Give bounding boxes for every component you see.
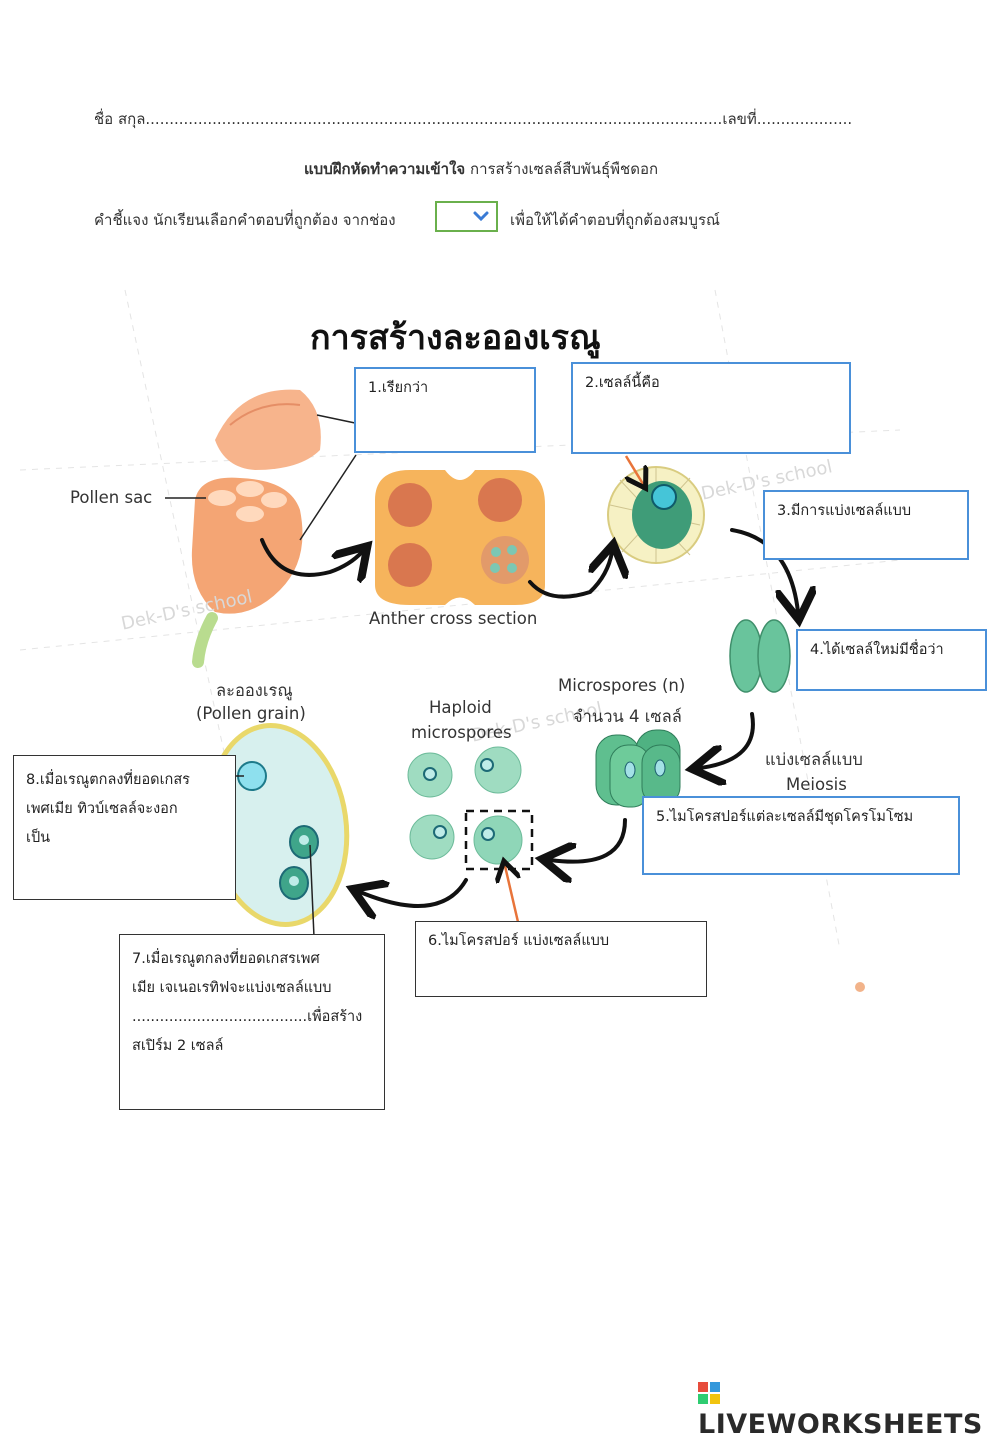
question-5-text: 5.ไมโครสปอร์แต่ละเซลล์มีชุดโครโมโซม [656, 809, 914, 825]
question-7-line-3: ......................................เพ… [132, 1009, 363, 1025]
haploid-microspores [407, 746, 534, 871]
label-meiosis: Meiosis [786, 775, 847, 794]
exercise-title: แบบฝึกหัดทำความเข้าใจ การสร้างเซลล์สืบพั… [304, 157, 658, 181]
exercise-title-rest: การสร้างเซลล์สืบพันธุ์พืชดอก [465, 160, 659, 178]
process-arrows [260, 528, 798, 906]
q2-pointer [626, 455, 643, 484]
sample-dropdown [435, 201, 498, 232]
question-7-line-1: 7.เมื่อเรณูตกลงที่ยอดเกสรเพศ [132, 951, 320, 967]
label-pollen-sac: Pollen sac [70, 488, 153, 507]
question-box-4[interactable]: 4.ได้เซลล์ใหม่มีชื่อว่า [796, 629, 987, 691]
question-8-line-1: 8.เมื่อเรณูตกลงที่ยอดเกสร [26, 772, 190, 788]
question-3-text: 3.มีการแบ่งเซลล์แบบ [777, 503, 912, 519]
question-2-text: 2.เซลล์นี้คือ [585, 375, 660, 391]
question-box-8[interactable]: 8.เมื่อเรณูตกลงที่ยอดเกสร เพศเมีย ทิวบ์เ… [13, 755, 236, 900]
tetrad-cells [595, 729, 681, 808]
q7-pointer [309, 844, 315, 938]
question-1-text: 1.เรียกว่า [368, 380, 429, 396]
decorative-dot [855, 982, 865, 992]
question-box-2[interactable]: 2.เซลล์นี้คือ [571, 362, 851, 454]
question-box-5[interactable]: 5.ไมโครสปอร์แต่ละเซลล์มีชุดโครโมโซม [642, 796, 960, 875]
question-8-line-2: เพศเมีย ทิวบ์เซลล์จะงอก [26, 801, 178, 817]
instruction-left: คำชี้แจง นักเรียนเลือกคำตอบที่ถูกต้อง จา… [94, 211, 396, 229]
label-pollen-grain-en: (Pollen grain) [196, 704, 306, 723]
question-8-line-3: เป็น [26, 830, 51, 846]
label-anther-cross-section: Anther cross section [369, 609, 538, 628]
pollen-formation-diagram [19, 289, 901, 992]
chevron-down-icon [473, 211, 489, 222]
label-pollen-grain-th: ละอองเรณู [216, 681, 293, 700]
question-box-3[interactable]: 3.มีการแบ่งเซลล์แบบ [763, 490, 969, 560]
question-box-1[interactable]: 1.เรียกว่า [354, 367, 536, 453]
exercise-title-bold: แบบฝึกหัดทำความเข้าใจ [304, 160, 466, 178]
name-line: ชื่อ สกุล...............................… [94, 110, 853, 128]
label-haploid: Haploid [429, 698, 492, 717]
liveworksheets-logo: LIVEWORKSHEETS [698, 1378, 1000, 1440]
question-6-text: 6.ไมโครสปอร์ แบ่งเซลล์แบบ [428, 933, 610, 949]
diagram-title: การสร้างละอองเรณู [310, 318, 601, 358]
question-box-7[interactable]: 7.เมื่อเรณูตกลงที่ยอดเกสรเพศ เมีย เจเนอเ… [119, 934, 385, 1110]
microspore-mother-cell [607, 466, 705, 564]
question-box-6[interactable]: 6.ไมโครสปอร์ แบ่งเซลล์แบบ [415, 921, 707, 997]
q6-pointer [505, 866, 518, 923]
dyad-cells [729, 619, 791, 693]
anther-illustration [191, 389, 321, 668]
instruction-right: เพื่อให้ได้คำตอบที่ถูกต้องสมบูรณ์ [510, 211, 720, 229]
label-divide-type: แบ่งเซลล์แบบ [765, 750, 863, 769]
logo-text: LIVEWORKSHEETS [698, 1409, 983, 1440]
question-4-text: 4.ได้เซลล์ใหม่มีชื่อว่า [810, 642, 944, 658]
question-7-line-2: เมีย เจเนอเรทิฟจะแบ่งเซลล์แบบ [132, 980, 332, 996]
anther-cross-section-illustration [375, 470, 545, 605]
q1-pointer-2 [299, 454, 357, 541]
question-7-line-4: สเปิร์ม 2 เซลล์ [132, 1038, 224, 1054]
q1-pointer [316, 414, 356, 424]
label-microspores: microspores [411, 723, 512, 742]
label-four-cells: จำนวน 4 เซลล์ [573, 707, 682, 726]
label-microspores-n: Microspores (n) [558, 676, 686, 695]
liveworksheets-logo-icon [698, 1382, 720, 1404]
